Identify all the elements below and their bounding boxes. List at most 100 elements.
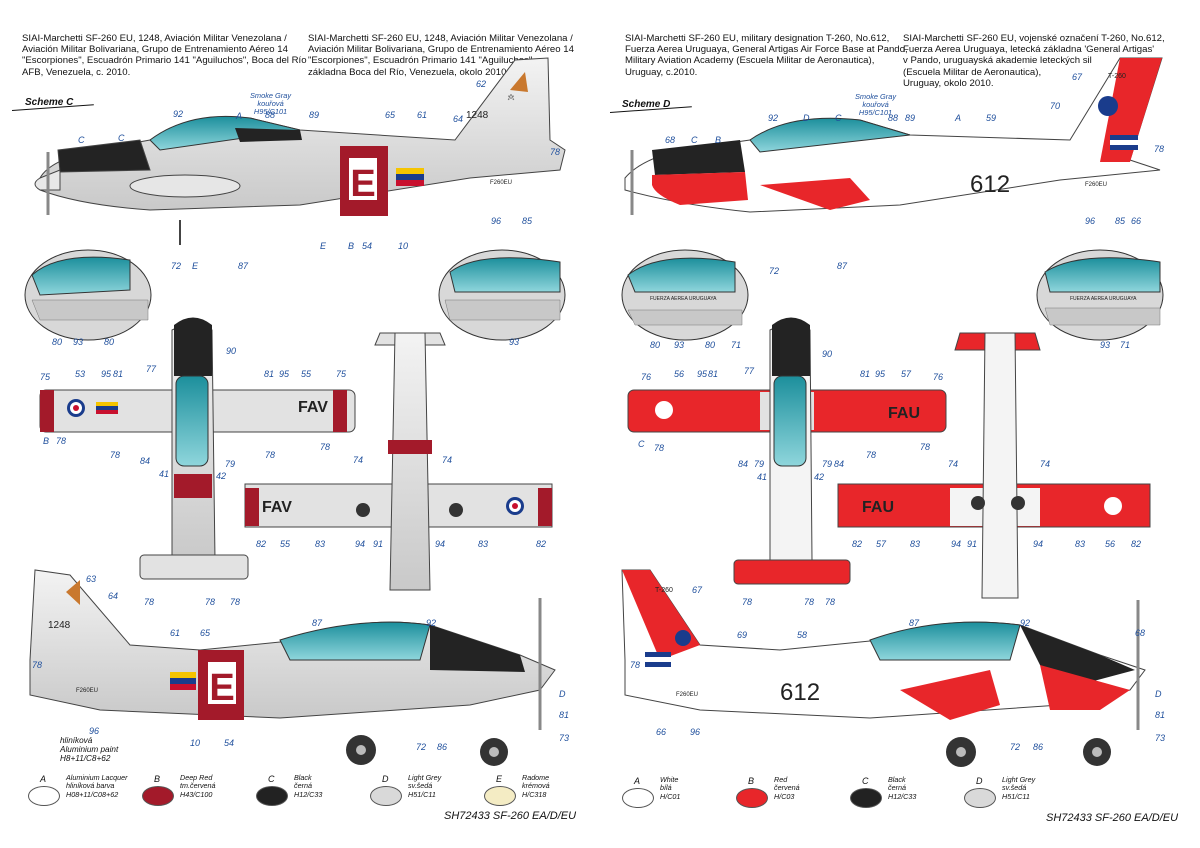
callout-label: 87 xyxy=(238,261,249,271)
callout-label: 91 xyxy=(373,539,384,549)
legend-line: H/C03 xyxy=(774,791,795,801)
callout-label: 10 xyxy=(190,738,201,748)
side-view-right-top: 612 T-260 F260EU xyxy=(624,57,1163,215)
callout-label: 90 xyxy=(226,346,237,356)
tail-emblem-bottom xyxy=(66,580,80,605)
legend-line: tm.červená xyxy=(180,781,216,791)
callout-label: 74 xyxy=(948,459,959,469)
desc-line: SIAI-Marchetti SF-260 EU, 1248, Aviación… xyxy=(308,33,573,44)
legend-line: H/C318 xyxy=(522,789,547,799)
callout-label: 61 xyxy=(170,628,181,638)
callout-label: 78 xyxy=(654,443,665,453)
callout-label: 62 xyxy=(476,79,487,89)
callout-label: D xyxy=(1155,689,1162,699)
desc-line: Military Aviation Academy (Escuela Milit… xyxy=(625,55,875,67)
callout-label: 76 xyxy=(641,372,652,382)
callout-label: 78 xyxy=(144,597,155,607)
callout-label: 78 xyxy=(1154,144,1165,154)
callout-label: 79 xyxy=(822,459,833,469)
callout-label: 42 xyxy=(216,471,227,481)
wing-code-top: FAV xyxy=(298,399,328,416)
callout-label: 69 xyxy=(737,630,748,640)
callout-label: 84 xyxy=(834,459,845,469)
desc-line: "Escorpiones", Escuadrón Primario 141 "A… xyxy=(22,55,307,67)
callout-label: 93 xyxy=(674,340,685,350)
legend-line: černá xyxy=(294,781,312,791)
callout-label: 81 xyxy=(860,369,871,379)
note-line: H95/C101 xyxy=(858,108,893,117)
callout-label: 89 xyxy=(905,113,916,123)
note-line: Smoke Gray xyxy=(250,91,292,100)
callout-label: 95 xyxy=(279,369,290,379)
description-en-right: SIAI-Marchetti SF-260 EU, military desig… xyxy=(625,33,908,78)
tail-code-top: T-260 xyxy=(1108,73,1126,80)
legend-line: H51/C11 xyxy=(408,789,436,799)
callout-label: 80 xyxy=(705,340,716,350)
callout-label: 88 xyxy=(265,110,276,120)
callout-label: 63 xyxy=(86,574,97,584)
legend-letter: D xyxy=(382,774,389,784)
callout-label: 93 xyxy=(509,337,520,347)
legend-letter: A xyxy=(40,774,47,784)
color-swatch xyxy=(622,788,654,808)
top-view-left: FAV xyxy=(39,317,356,580)
callout-label: 68 xyxy=(1135,628,1146,638)
serial-right-top: 612 xyxy=(970,171,1010,198)
color-swatch xyxy=(256,786,288,806)
callout-label: 83 xyxy=(478,539,489,549)
legend-line: Radome xyxy=(522,773,550,782)
callout-label: 82 xyxy=(852,539,863,549)
callout-label: 83 xyxy=(910,539,921,549)
callout-label: 80 xyxy=(104,337,115,347)
side-view-left-bottom: E 1248 F260EU xyxy=(29,569,556,766)
callout-label: 92 xyxy=(768,113,779,123)
callout-label: 93 xyxy=(1100,340,1111,350)
callout-label: D xyxy=(803,113,810,123)
scheme-c-label: Scheme C xyxy=(25,97,74,108)
color-swatch xyxy=(964,788,996,808)
callout-label: 92 xyxy=(173,109,184,119)
description-en-left: SIAI-Marchetti SF-260 EU, 1248, Aviación… xyxy=(22,33,307,78)
note-line: hliníková xyxy=(60,736,93,745)
desc-line: Aviación Militar Bolivariana, Grupo de E… xyxy=(22,44,288,56)
legend-letter: C xyxy=(268,774,275,784)
callout-label: 54 xyxy=(362,241,373,251)
callout-label: 93 xyxy=(73,337,84,347)
code-letter-bottom: E xyxy=(209,667,234,709)
tail-type-bottom: F260EU xyxy=(76,688,98,694)
callout-label: C xyxy=(835,113,842,123)
callout-label: 72 xyxy=(769,266,780,276)
callout-label: 66 xyxy=(656,727,667,737)
legend-line: Light Grey xyxy=(1002,775,1036,784)
callout-label: 80 xyxy=(52,337,63,347)
legend-line: Light Grey xyxy=(408,773,442,782)
callout-label: 64 xyxy=(453,114,464,124)
note-line: kouřová xyxy=(257,99,284,108)
callout-label: 75 xyxy=(336,369,347,379)
legend-line: krémová xyxy=(522,781,550,791)
callout-label: 72 xyxy=(171,261,182,271)
callout-label: 78 xyxy=(265,450,276,460)
callout-label: A xyxy=(955,113,962,123)
wing-code-right-top: FAU xyxy=(888,405,920,422)
callout-label: D xyxy=(559,689,566,699)
tail-emblem-top xyxy=(510,72,528,92)
callout-label: 72 xyxy=(416,742,427,752)
callout-label: 84 xyxy=(140,456,151,466)
legend-line: bílá xyxy=(660,783,672,793)
desc-line: Fuerza Aerea Uruguaya, letecká základna … xyxy=(903,44,1155,56)
description-cz-left: SIAI-Marchetti SF-260 EU, 1248, Aviación… xyxy=(308,33,574,78)
stencil-right: FUERZA AEREA URUGUAYA xyxy=(1070,296,1137,302)
callout-label: 95 xyxy=(697,369,708,379)
serial-bottom: 1248 xyxy=(48,620,71,631)
smoke-gray-note-right: Smoke Gray kouřová H95/C101 xyxy=(855,93,896,117)
legend-letter: B xyxy=(748,776,755,786)
serial-top: 1248 xyxy=(466,110,489,121)
